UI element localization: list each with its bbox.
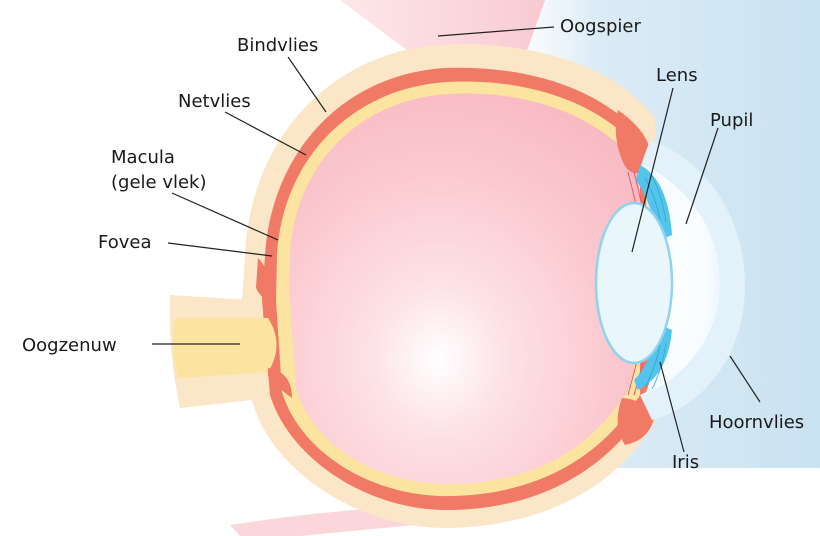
- label-oogzenuw: Oogzenuw: [22, 335, 117, 356]
- label-macula-sub: (gele vlek): [111, 172, 207, 193]
- label-bindvlies: Bindvlies: [237, 35, 318, 56]
- label-lens: Lens: [656, 65, 698, 86]
- label-macula: Macula: [111, 147, 175, 168]
- vitreous-body: [290, 94, 643, 485]
- label-fovea: Fovea: [98, 232, 151, 253]
- label-iris: Iris: [672, 452, 699, 473]
- optic-nerve: [173, 318, 276, 378]
- leader-bindvlies: [288, 57, 326, 112]
- label-netvlies: Netvlies: [178, 91, 251, 112]
- label-oogspier: Oogspier: [560, 16, 641, 37]
- label-pupil: Pupil: [710, 110, 753, 131]
- lens: [596, 203, 672, 363]
- label-hoornvlies: Hoornvlies: [709, 412, 804, 433]
